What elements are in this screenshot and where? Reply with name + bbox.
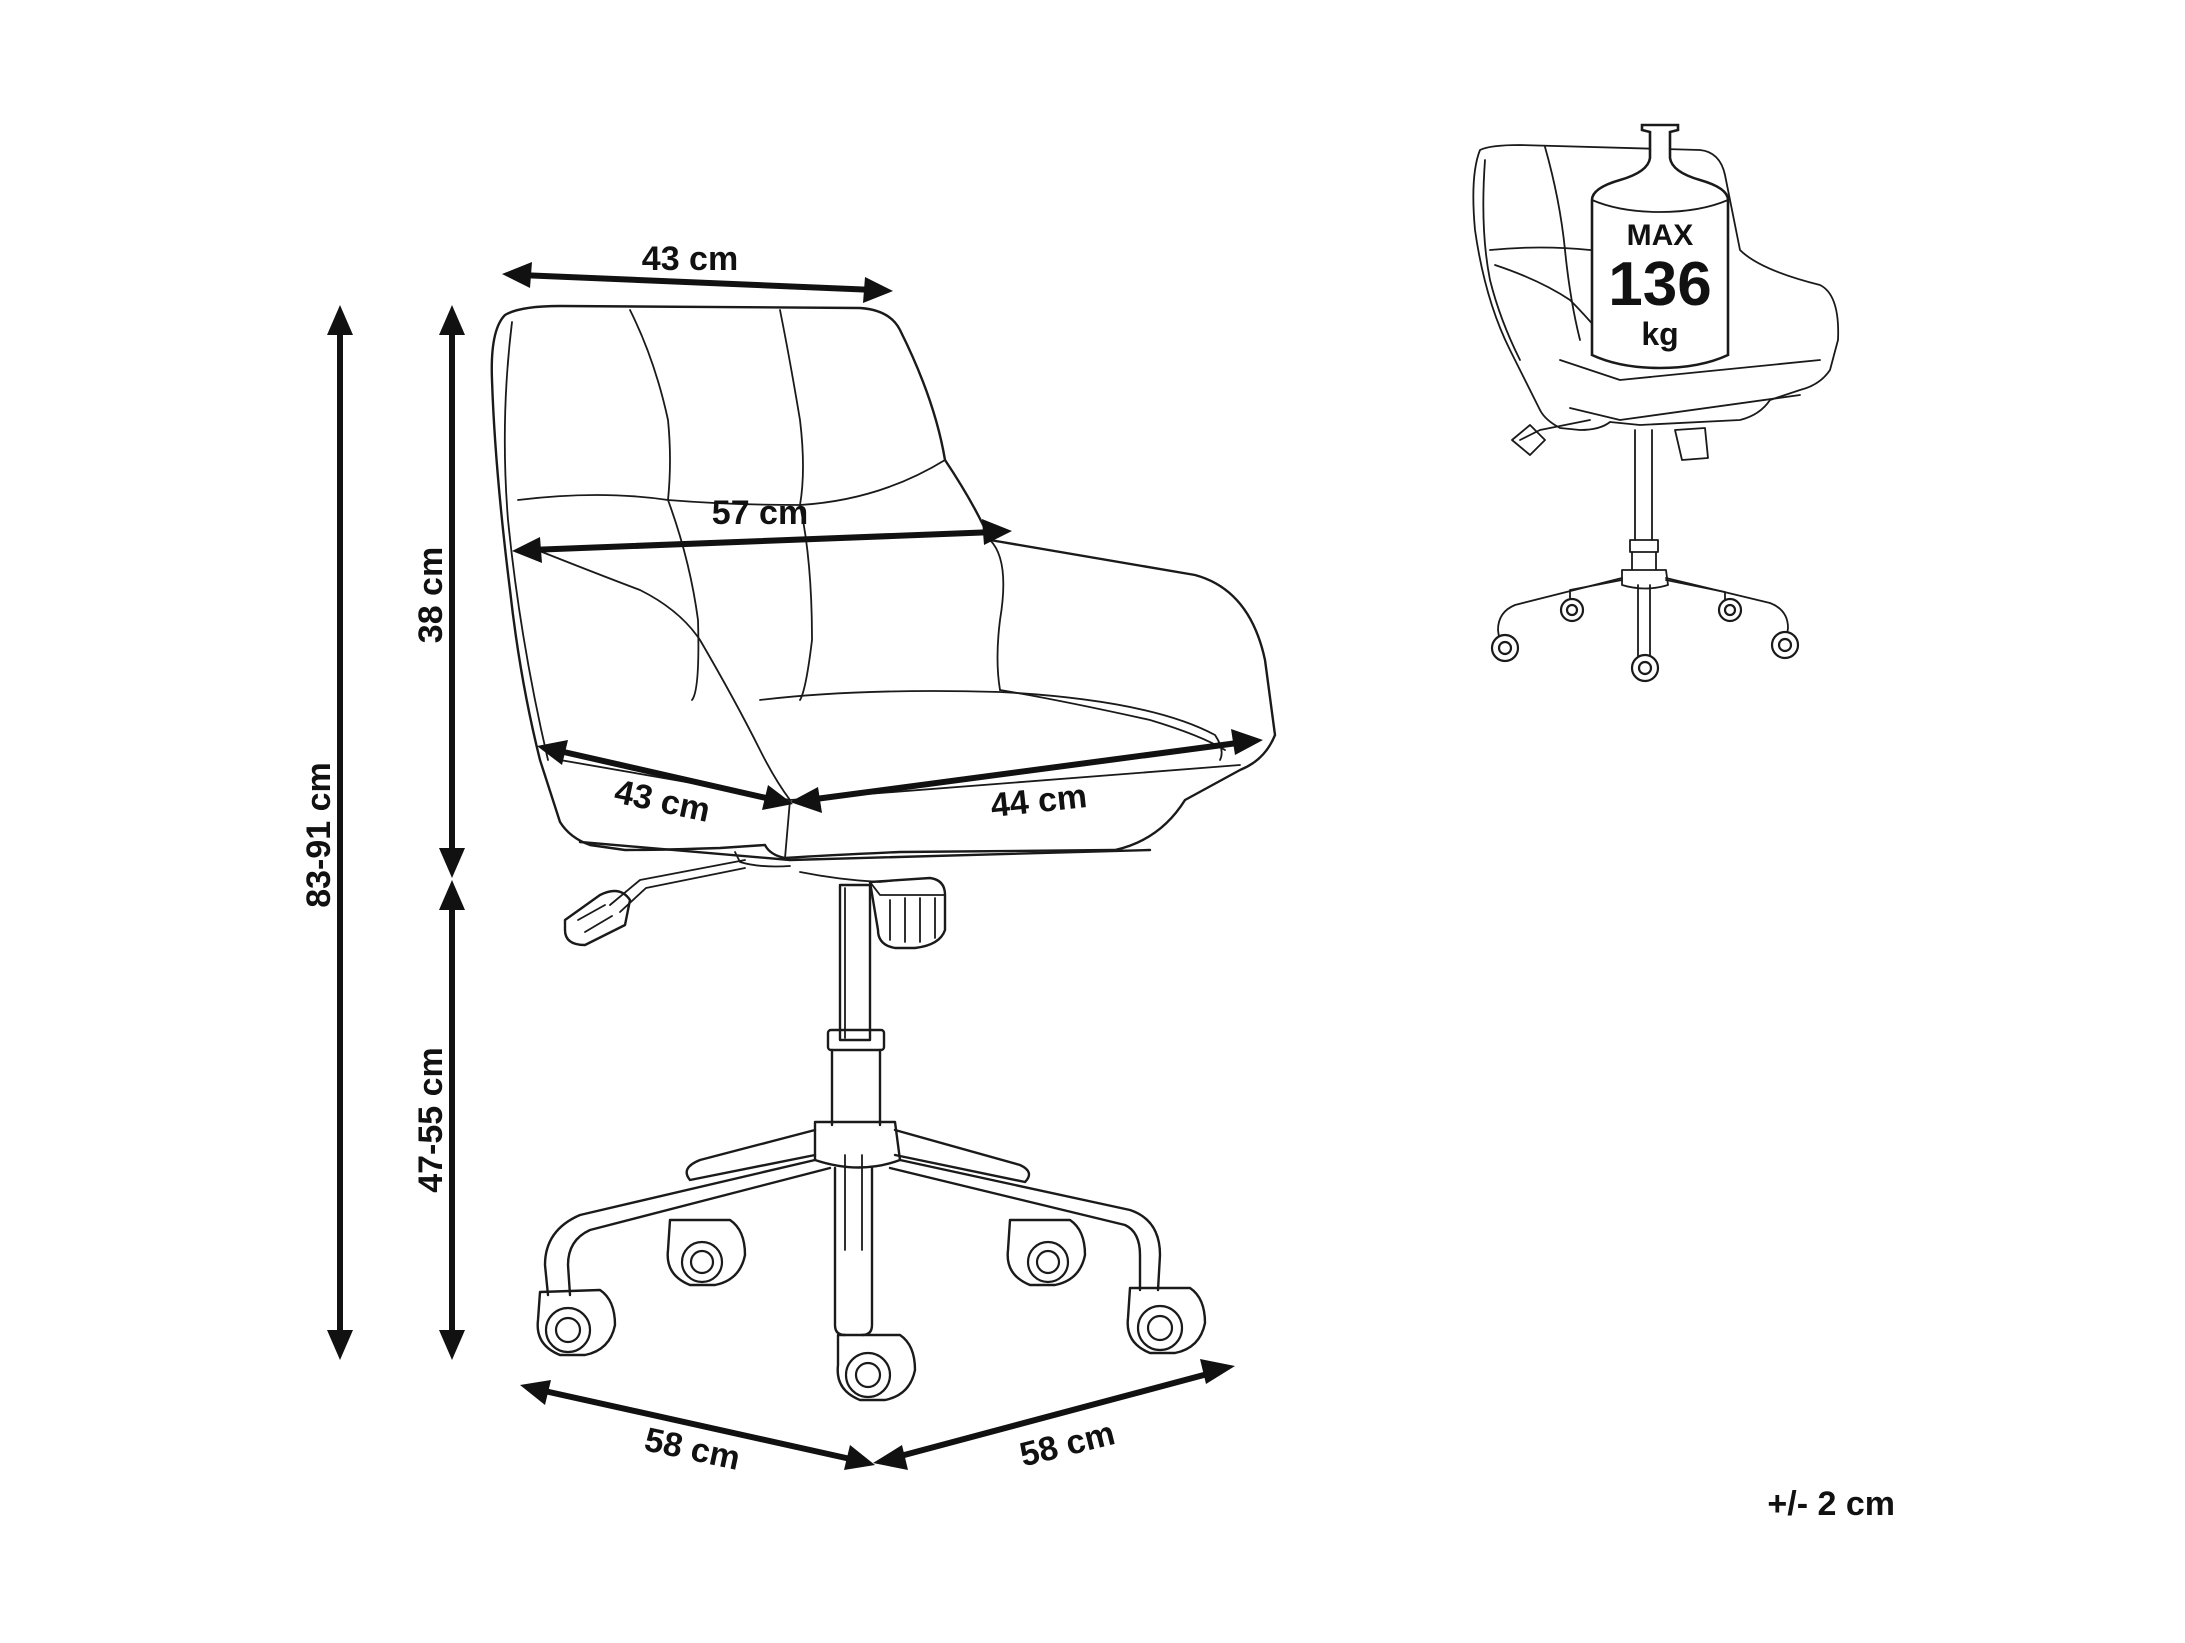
small-caster-wheels xyxy=(1490,597,1800,683)
load-chair-drawing xyxy=(1472,144,1840,683)
max-load-value: 136 xyxy=(1608,250,1711,319)
max-load-label: MAX xyxy=(1627,219,1694,252)
dim-label-total-height: 83-91 cm xyxy=(300,762,338,908)
dim-label-backrest-height: 38 cm xyxy=(412,547,450,643)
dim-label-seat-width: 44 cm xyxy=(989,777,1089,825)
caster-wheel-back-left xyxy=(666,1218,747,1287)
caster-wheel-right xyxy=(1126,1286,1207,1355)
caster-wheel-left xyxy=(536,1288,617,1357)
dim-label-seat-height: 47-55 cm xyxy=(412,1047,450,1193)
caster-wheel-back-right xyxy=(1006,1218,1087,1287)
dim-label-top-width: 43 cm xyxy=(642,240,738,278)
caster-wheel-front xyxy=(836,1333,917,1402)
max-load-unit: kg xyxy=(1641,316,1678,352)
weight-icon xyxy=(1590,123,1730,370)
dim-label-arm-width: 57 cm xyxy=(712,494,808,532)
main-chair-drawing xyxy=(490,304,1277,1402)
dimension-arrows xyxy=(327,262,1263,1470)
tolerance-note: +/- 2 cm xyxy=(1767,1485,1895,1523)
